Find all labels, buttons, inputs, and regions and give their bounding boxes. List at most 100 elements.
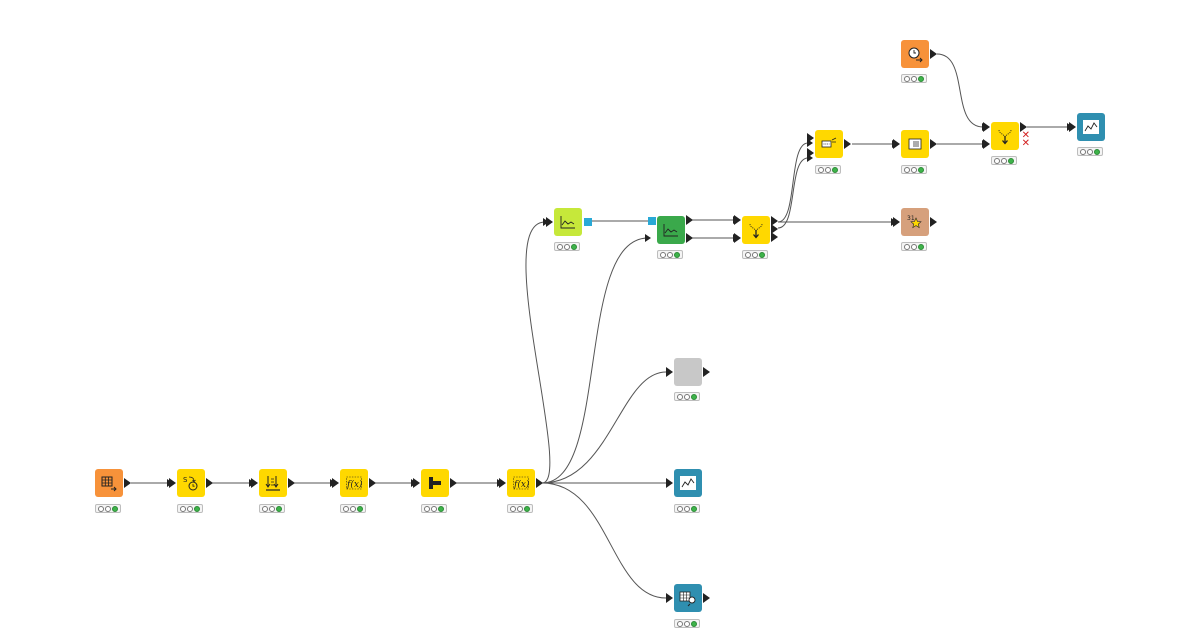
output-port[interactable] bbox=[686, 215, 693, 225]
node-sorter[interactable] bbox=[251, 469, 295, 497]
output-port[interactable] bbox=[206, 478, 213, 488]
input-port[interactable] bbox=[734, 215, 741, 225]
output-port[interactable] bbox=[124, 478, 131, 488]
input-port[interactable] bbox=[807, 148, 814, 158]
status-light bbox=[817, 166, 824, 173]
status-light bbox=[918, 75, 925, 82]
status-light bbox=[903, 243, 910, 250]
status-light bbox=[563, 243, 570, 250]
string-to-date-icon: S bbox=[183, 476, 198, 491]
status-light bbox=[676, 393, 683, 400]
output-port[interactable] bbox=[686, 233, 693, 243]
output-port[interactable] bbox=[771, 216, 778, 226]
node-status-indicator bbox=[177, 504, 203, 513]
node-math-formula-1[interactable]: f(x) bbox=[332, 469, 376, 497]
output-port[interactable] bbox=[844, 139, 851, 149]
model-input-port[interactable] bbox=[648, 217, 656, 225]
node-string-to-datetime[interactable]: S bbox=[169, 469, 213, 497]
node-table-creator[interactable] bbox=[95, 469, 131, 497]
node-status-indicator bbox=[674, 504, 700, 513]
node-table-view[interactable] bbox=[666, 584, 710, 612]
status-light bbox=[910, 75, 917, 82]
node-status-indicator bbox=[340, 504, 366, 513]
output-port[interactable] bbox=[771, 224, 778, 234]
status-light bbox=[683, 393, 690, 400]
node-status-indicator bbox=[554, 242, 580, 251]
input-port[interactable] bbox=[893, 139, 900, 149]
status-light bbox=[97, 505, 104, 512]
node-status-indicator bbox=[674, 619, 700, 628]
output-port[interactable] bbox=[288, 478, 295, 488]
output-port[interactable] bbox=[369, 478, 376, 488]
status-light bbox=[759, 251, 766, 258]
input-port[interactable] bbox=[251, 478, 258, 488]
node-joiner-2[interactable]: ✕ ✕ bbox=[983, 122, 1030, 150]
output-port[interactable] bbox=[930, 217, 937, 227]
node-date-time-input[interactable] bbox=[901, 40, 937, 68]
status-light bbox=[683, 505, 690, 512]
connection-edge bbox=[541, 482, 667, 599]
status-light bbox=[832, 166, 839, 173]
node-model-learner[interactable] bbox=[546, 208, 592, 236]
input-port[interactable] bbox=[983, 139, 990, 149]
node-status-indicator bbox=[95, 504, 121, 513]
input-port[interactable] bbox=[666, 367, 673, 377]
connection-edge bbox=[525, 221, 551, 484]
output-port[interactable] bbox=[450, 478, 457, 488]
node-row-filter[interactable] bbox=[893, 130, 937, 158]
status-light bbox=[1000, 157, 1007, 164]
node-line-plot-2[interactable] bbox=[666, 469, 702, 497]
input-port[interactable] bbox=[666, 478, 673, 488]
model-output-port[interactable] bbox=[584, 218, 592, 226]
output-port[interactable] bbox=[703, 593, 710, 603]
status-light bbox=[666, 251, 673, 258]
output-port[interactable] bbox=[930, 139, 937, 149]
output-port[interactable] bbox=[1020, 122, 1027, 132]
status-light bbox=[824, 166, 831, 173]
node-model-predictor[interactable] bbox=[648, 215, 693, 244]
input-port[interactable] bbox=[983, 122, 990, 132]
node-math-formula-2[interactable]: f(x) bbox=[499, 469, 543, 497]
status-light bbox=[509, 505, 516, 512]
joiner-icon bbox=[998, 129, 1012, 145]
node-line-plot-1[interactable] bbox=[1069, 113, 1105, 141]
node-metanode[interactable] bbox=[666, 358, 710, 386]
input-port[interactable] bbox=[807, 133, 814, 143]
status-light bbox=[268, 505, 275, 512]
input-port[interactable] bbox=[499, 478, 506, 488]
connection-edge bbox=[936, 53, 984, 128]
input-port[interactable] bbox=[666, 593, 673, 603]
status-light bbox=[276, 505, 283, 512]
node-scorer[interactable]: 31 bbox=[893, 208, 937, 236]
line-plot-icon bbox=[1083, 120, 1099, 134]
model-predictor-icon bbox=[663, 224, 678, 237]
row-filter-icon bbox=[908, 138, 922, 150]
status-light bbox=[1008, 157, 1015, 164]
output-port[interactable] bbox=[930, 49, 937, 59]
status-light bbox=[674, 251, 681, 258]
formula-icon: f(x) bbox=[513, 476, 530, 490]
sort-icon bbox=[265, 476, 280, 491]
input-port[interactable] bbox=[1069, 122, 1076, 132]
output-port[interactable] bbox=[703, 367, 710, 377]
input-port[interactable] bbox=[893, 217, 900, 227]
line-plot-icon bbox=[680, 476, 696, 490]
status-light bbox=[516, 505, 523, 512]
model-learner-icon bbox=[560, 216, 575, 229]
node-status-indicator bbox=[259, 504, 285, 513]
input-port[interactable] bbox=[413, 478, 420, 488]
node-column-rename[interactable] bbox=[807, 130, 851, 158]
node-joiner-1[interactable] bbox=[734, 215, 778, 244]
input-port[interactable] bbox=[734, 233, 741, 243]
svg-text:31: 31 bbox=[907, 215, 915, 222]
status-light bbox=[342, 505, 349, 512]
node-column-filter[interactable] bbox=[413, 469, 457, 497]
input-port[interactable] bbox=[332, 478, 339, 488]
input-port[interactable] bbox=[169, 478, 176, 488]
column-filter-icon bbox=[429, 477, 441, 489]
output-port[interactable] bbox=[771, 232, 778, 242]
output-port[interactable] bbox=[536, 478, 543, 488]
input-port[interactable] bbox=[546, 217, 553, 227]
node-status-indicator bbox=[421, 504, 447, 513]
